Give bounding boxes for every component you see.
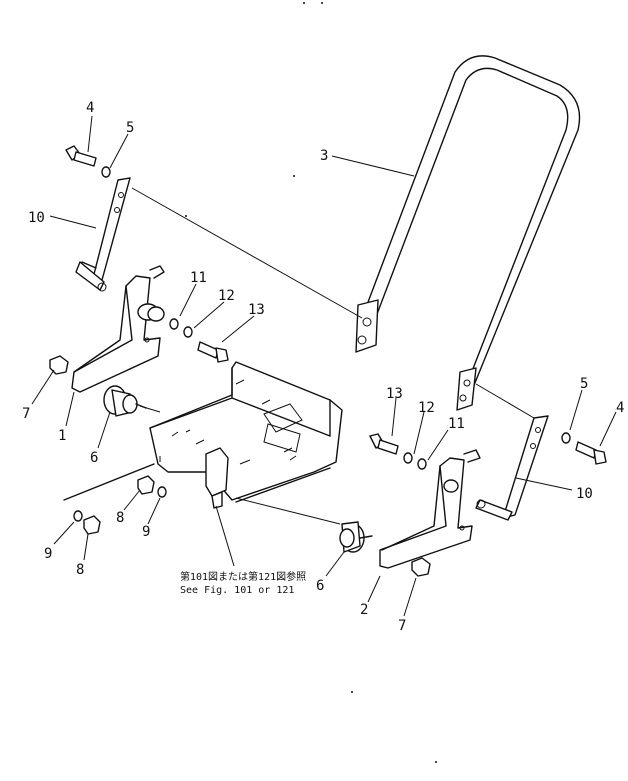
label-part-11: 11 bbox=[448, 416, 465, 432]
label-part-13: 13 bbox=[248, 302, 265, 318]
label-part-10: 10 bbox=[28, 210, 45, 226]
label-part-12: 12 bbox=[218, 288, 235, 304]
scan-specks bbox=[185, 2, 437, 763]
reference-note-jp: 第101図または第121図参照 bbox=[180, 570, 306, 583]
bolt-4-left bbox=[65, 145, 97, 167]
label-part-8: 8 bbox=[76, 562, 84, 578]
label-part-9: 9 bbox=[44, 546, 52, 562]
label-part-5: 5 bbox=[126, 120, 134, 136]
label-part-2: 2 bbox=[360, 602, 368, 618]
label-part-5: 5 bbox=[580, 376, 588, 392]
nut-7-right bbox=[411, 557, 431, 577]
label-part-11: 11 bbox=[190, 270, 207, 286]
base-plate bbox=[63, 361, 343, 509]
bracket-left bbox=[71, 265, 165, 393]
label-part-8: 8 bbox=[116, 510, 124, 526]
washer-5-left bbox=[101, 166, 111, 178]
nut-7-left bbox=[49, 355, 69, 375]
bolt-4-right bbox=[575, 441, 607, 465]
label-part-7: 7 bbox=[398, 618, 406, 634]
bracket-right bbox=[379, 449, 481, 569]
bolt-13-left bbox=[197, 341, 229, 363]
nut-8-center bbox=[137, 475, 155, 495]
label-part-10: 10 bbox=[576, 486, 593, 502]
damper-left bbox=[103, 385, 147, 417]
link-rod-left bbox=[75, 177, 131, 292]
reference-note-en: See Fig. 101 or 121 bbox=[180, 585, 294, 596]
label-part-6: 6 bbox=[316, 578, 324, 594]
reference-note: 第101図または第121図参照 See Fig. 101 or 121 bbox=[180, 570, 306, 596]
bolt-13-right bbox=[369, 433, 399, 455]
label-part-4: 4 bbox=[616, 400, 624, 416]
washer-12-right bbox=[403, 452, 413, 464]
label-part-12: 12 bbox=[418, 400, 435, 416]
label-part-13: 13 bbox=[386, 386, 403, 402]
nut-8-left bbox=[83, 515, 101, 535]
washer-9-left bbox=[73, 510, 83, 522]
label-part-6: 6 bbox=[90, 450, 98, 466]
washer-11-left bbox=[169, 318, 179, 330]
handle-bar bbox=[355, 55, 581, 411]
washer-9-center bbox=[157, 486, 167, 498]
leader-lines bbox=[31, 115, 617, 617]
damper-right bbox=[339, 521, 373, 553]
link-rod-right bbox=[475, 415, 549, 521]
part-labels: 4 5 10 3 11 12 13 7 1 6 13 12 11 5 4 10 … bbox=[22, 100, 624, 634]
label-part-4: 4 bbox=[86, 100, 94, 116]
washer-5-right bbox=[561, 432, 571, 444]
label-part-7: 7 bbox=[22, 406, 30, 422]
washer-12-left bbox=[183, 326, 193, 338]
label-part-1: 1 bbox=[58, 428, 66, 444]
washer-11-right bbox=[417, 458, 427, 470]
guide-lines bbox=[131, 187, 535, 567]
label-part-9: 9 bbox=[142, 524, 150, 540]
label-part-3: 3 bbox=[320, 148, 328, 164]
